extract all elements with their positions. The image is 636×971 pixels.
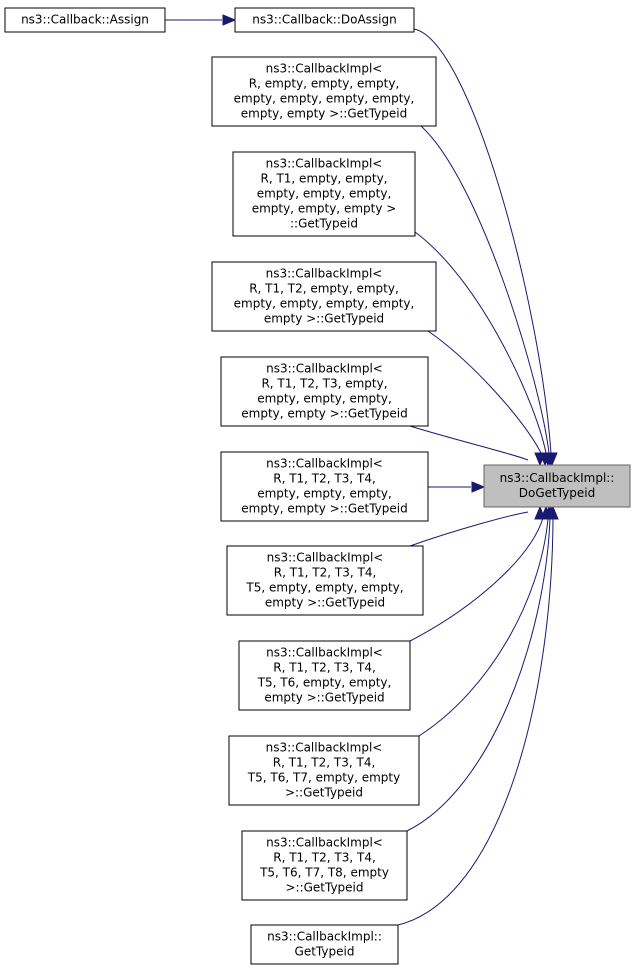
node-label-line: ns3::CallbackImpl:: [267, 930, 382, 944]
node-label-line: ns3::CallbackImpl< [266, 457, 383, 471]
node-label-line: empty, empty >::GetTypeid [241, 107, 407, 121]
node-label-line: empty, empty, empty, [257, 187, 392, 201]
node-impl-t7[interactable]: ns3::CallbackImpl<R, T1, T2, T3, T4,T5, … [228, 735, 420, 806]
node-label-line: empty, empty, empty > [252, 202, 397, 216]
node-label-line: ns3::CallbackImpl< [266, 62, 383, 76]
node-label-line: ns3::Callback::Assign [21, 13, 149, 27]
edge-impl_t2-to-do_get_typeid [427, 330, 543, 456]
edge-impl_t7-to-do_get_typeid [418, 518, 549, 737]
node-do-get-typeid[interactable]: ns3::CallbackImpl::DoGetTypeid [483, 464, 631, 508]
node-do-assign[interactable]: ns3::Callback::DoAssign [234, 7, 415, 33]
arrowhead-assign [222, 14, 237, 26]
node-label-line: empty, empty, empty, [257, 487, 392, 501]
node-label-line: >::GetTypeid [285, 786, 363, 800]
node-label-line: >::GetTypeid [285, 881, 363, 895]
node-label-line: T5, T6, empty, empty, [257, 676, 392, 690]
graph-edges [165, 14, 559, 926]
node-label-line: R, T1, T2, T3, T4, [273, 472, 376, 486]
node-label-line: empty, empty >::GetTypeid [241, 502, 407, 516]
node-impl-t1[interactable]: ns3::CallbackImpl<R, T1, empty, empty,em… [232, 151, 416, 237]
node-label-line: empty, empty >::GetTypeid [241, 407, 407, 421]
node-label-line: ns3::CallbackImpl< [266, 741, 383, 755]
node-box [220, 356, 429, 427]
edge-impl_r-to-do_get_typeid [420, 125, 550, 454]
node-impl-t3[interactable]: ns3::CallbackImpl<R, T1, T2, T3, empty,e… [220, 356, 429, 427]
node-label-line: R, T1, T2, T3, T4, [273, 851, 376, 865]
node-box [232, 151, 416, 237]
node-impl-t8[interactable]: ns3::CallbackImpl<R, T1, T2, T3, T4,T5, … [241, 830, 408, 901]
node-label-line: ns3::CallbackImpl< [266, 836, 383, 850]
edge-impl_t1-to-do_get_typeid [414, 231, 547, 454]
node-box [228, 735, 420, 806]
node-box [250, 924, 399, 965]
node-label-line: T5, T6, T7, empty, empty [247, 771, 400, 785]
node-label-line: empty >::GetTypeid [264, 691, 384, 705]
node-label-line: ns3::CallbackImpl< [267, 551, 384, 565]
node-label-line: ns3::CallbackImpl< [266, 267, 383, 281]
node-label-line: ns3::CallbackImpl:: [500, 471, 615, 485]
node-label-line: GetTypeid [295, 945, 355, 959]
node-impl-t4[interactable]: ns3::CallbackImpl<R, T1, T2, T3, T4,empt… [220, 451, 429, 522]
edge-do_assign-to-do_get_typeid [413, 28, 552, 454]
node-label-line: empty, empty, empty, [257, 392, 392, 406]
node-impl-r[interactable]: ns3::CallbackImpl<R, empty, empty, empty… [211, 56, 437, 127]
node-impl-t2[interactable]: ns3::CallbackImpl<R, T1, T2, empty, empt… [211, 261, 437, 332]
node-box [226, 545, 424, 616]
node-label-line: R, T1, T2, T3, T4, [274, 566, 377, 580]
edge-get_typeid-to-do_get_typeid [397, 518, 554, 926]
graph-nodes: ns3::Callback::Assign ns3::Callback::DoAs… [4, 7, 631, 965]
node-label-line: empty >::GetTypeid [265, 596, 385, 610]
node-label-line: R, empty, empty, empty, [249, 77, 400, 91]
node-label-line: R, T1, T2, empty, empty, [249, 282, 399, 296]
node-label-line: empty, empty, empty, empty, [234, 92, 415, 106]
node-label-line: ns3::CallbackImpl< [266, 362, 383, 376]
edge-impl_t5-to-do_get_typeid [409, 511, 529, 547]
node-box [4, 7, 166, 33]
node-label-line: empty >::GetTypeid [264, 312, 384, 326]
node-box [238, 640, 411, 711]
node-label-line: R, T1, T2, T3, empty, [261, 377, 387, 391]
node-box [483, 464, 631, 508]
node-box [241, 830, 408, 901]
node-label-line: empty, empty, empty, empty, [234, 297, 415, 311]
node-impl-t5[interactable]: ns3::CallbackImpl<R, T1, T2, T3, T4,T5, … [226, 545, 424, 616]
node-impl-t6[interactable]: ns3::CallbackImpl<R, T1, T2, T3, T4,T5, … [238, 640, 411, 711]
arrowhead-impl_t4 [471, 481, 486, 493]
node-get-typeid[interactable]: ns3::CallbackImpl::GetTypeid [250, 924, 399, 965]
node-label-line: ::GetTypeid [290, 217, 358, 231]
node-assign[interactable]: ns3::Callback::Assign [4, 7, 166, 33]
node-box [211, 261, 437, 332]
node-label-line: ns3::Callback::DoAssign [252, 13, 396, 27]
arrowhead-get_typeid [547, 505, 559, 520]
arrowhead-impl_t3 [534, 452, 546, 467]
node-label-line: ns3::CallbackImpl< [266, 157, 383, 171]
node-box [211, 56, 437, 127]
node-label-line: DoGetTypeid [519, 486, 595, 500]
node-box [234, 7, 415, 33]
node-label-line: R, T1, T2, T3, T4, [273, 756, 376, 770]
node-label-line: T5, empty, empty, empty, [245, 581, 403, 595]
node-label-line: T5, T6, T7, T8, empty [259, 866, 389, 880]
edge-impl_t8-to-do_get_typeid [406, 518, 551, 832]
edge-impl_t3-to-do_get_typeid [409, 425, 529, 461]
edge-impl_t6-to-do_get_typeid [409, 517, 544, 642]
node-box [220, 451, 429, 522]
node-label-line: R, T1, T2, T3, T4, [273, 661, 376, 675]
node-label-line: ns3::CallbackImpl< [266, 646, 383, 660]
node-label-line: R, T1, empty, empty, [261, 172, 388, 186]
